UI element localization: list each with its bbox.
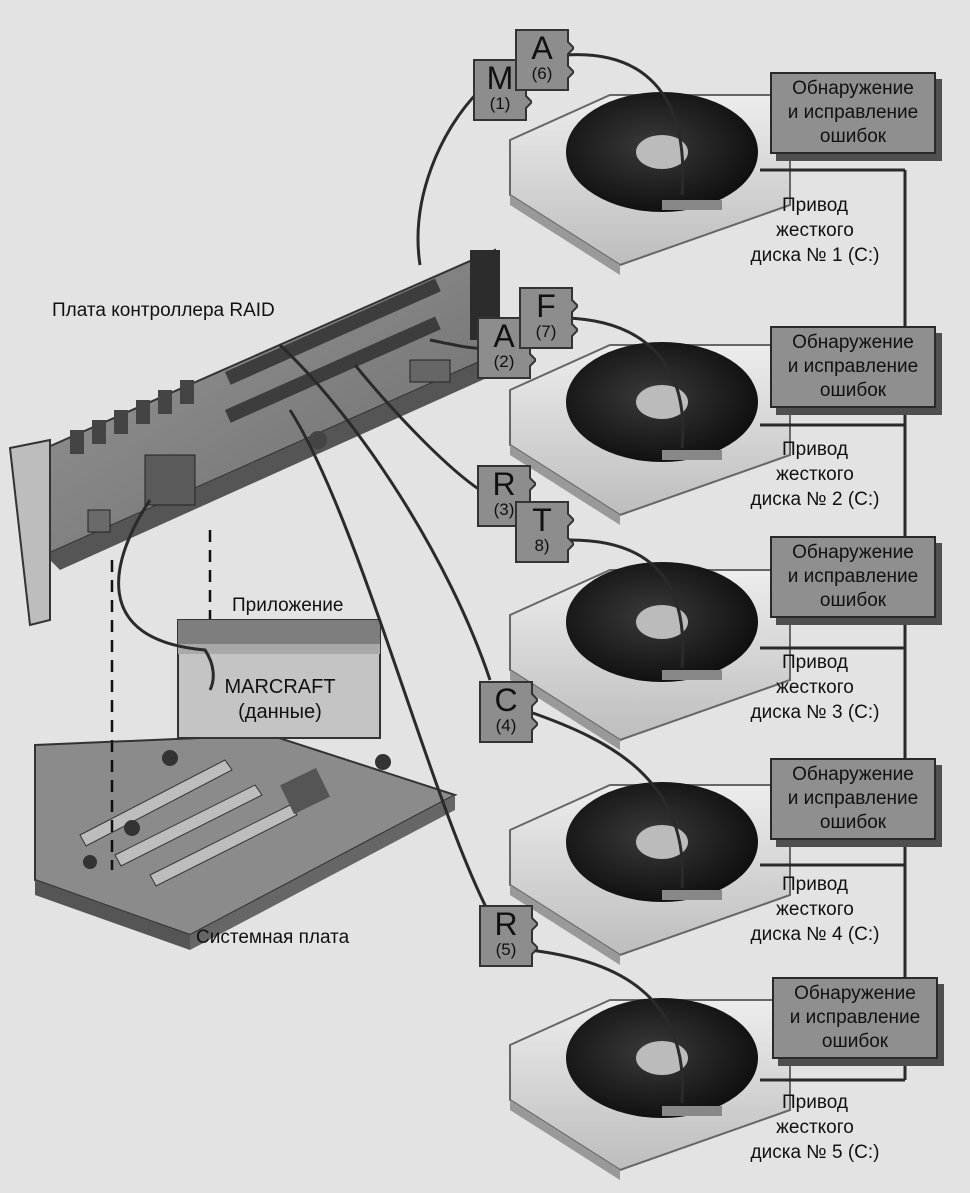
data-tag-f7: F (7)	[518, 286, 578, 350]
drive-label-line: жесткого	[776, 464, 854, 485]
tag-letter: R	[494, 906, 518, 942]
drive-label-5: Привод жесткого диска № 5 (C:)	[730, 1090, 900, 1165]
ecc-bus	[760, 168, 907, 1082]
tag-number: (1)	[489, 94, 511, 113]
tag-letter: A	[531, 30, 553, 66]
data-tag-t8: T 8)	[514, 500, 574, 564]
tag-number: (2)	[493, 352, 515, 371]
drive-label-line: жесткого	[776, 899, 854, 920]
ecc-line3: ошибок	[819, 126, 887, 147]
ecc-line2: и исправление	[787, 356, 919, 377]
tag-letter: A	[493, 318, 515, 354]
tag-number: 8)	[534, 536, 550, 555]
tag-number: (6)	[531, 64, 553, 83]
tag-letter: F	[536, 288, 556, 324]
ecc-box-3: Обнаружение и исправление ошибок	[770, 536, 936, 618]
ecc-line1: Обнаружение	[792, 542, 914, 563]
drive-label-line: диска № 1 (C:)	[750, 245, 880, 266]
tag-shape	[479, 681, 538, 743]
drive-label-line: диска № 3 (C:)	[750, 702, 880, 723]
ecc-line3: ошибок	[819, 590, 887, 611]
tag-shape	[515, 29, 574, 91]
tag-letter: C	[494, 682, 518, 718]
tag-number: (7)	[535, 322, 557, 341]
drive-label-4: Привод жесткого диска № 4 (C:)	[730, 872, 900, 947]
hard-drive-3	[509, 562, 791, 750]
drive-label-2: Привод жесткого диска № 2 (C:)	[730, 437, 900, 512]
application-subtitle: (данные)	[238, 701, 322, 723]
drive-label-line: жесткого	[776, 1117, 854, 1138]
hard-drive-5	[509, 998, 791, 1180]
drive-label-line: Привод	[782, 195, 848, 216]
data-cables	[117, 53, 685, 1104]
hard-drives	[509, 92, 791, 1180]
tag-letter: R	[492, 466, 516, 502]
drive-label-line: жесткого	[776, 677, 854, 698]
application-content: MARCRAFT (данные)	[180, 675, 380, 725]
tag-number: (5)	[495, 940, 517, 959]
tag-letter: T	[532, 502, 552, 538]
application-label: Приложение	[232, 595, 344, 616]
tag-number: (4)	[495, 716, 517, 735]
application-name: MARCRAFT	[224, 676, 336, 698]
raid-controller-card	[8, 248, 500, 627]
ecc-line2: и исправление	[787, 566, 919, 587]
ecc-line2: и исправление	[789, 1007, 921, 1028]
raid-controller-label: Плата контроллера RAID	[52, 300, 275, 321]
drive-label-line: диска № 2 (C:)	[750, 489, 880, 510]
ecc-line1: Обнаружение	[792, 332, 914, 353]
drive-label-1: Привод жесткого диска № 1 (C:)	[730, 193, 900, 268]
drive-label-line: Привод	[782, 439, 848, 460]
ecc-line2: и исправление	[787, 788, 919, 809]
motherboard	[34, 733, 458, 950]
ecc-line3: ошибок	[819, 380, 887, 401]
drive-label-3: Привод жесткого диска № 3 (C:)	[730, 650, 900, 725]
ecc-line2: и исправление	[787, 102, 919, 123]
data-tag-a6: A (6)	[514, 28, 574, 92]
ecc-box-1: Обнаружение и исправление ошибок	[770, 72, 936, 154]
hard-drive-4	[509, 782, 791, 965]
dashed-guide-lines	[110, 530, 212, 870]
motherboard-label: Системная плата	[196, 927, 350, 948]
ecc-line3: ошибок	[819, 812, 887, 833]
ecc-box-5: Обнаружение и исправление ошибок	[772, 977, 938, 1059]
ecc-box-4: Обнаружение и исправление ошибок	[770, 758, 936, 840]
hard-drive-1	[509, 92, 791, 275]
tag-shape	[515, 501, 574, 563]
ecc-box-2: Обнаружение и исправление ошибок	[770, 326, 936, 408]
tag-letter: M	[486, 60, 514, 96]
ecc-line1: Обнаружение	[792, 78, 914, 99]
drive-label-line: диска № 5 (C:)	[750, 1142, 880, 1163]
data-tag-r5: R (5)	[478, 904, 538, 968]
drive-label-line: диска № 4 (C:)	[750, 924, 880, 945]
ecc-line1: Обнаружение	[794, 983, 916, 1004]
data-tag-c4: C (4)	[478, 680, 538, 744]
drive-label-line: жесткого	[776, 220, 854, 241]
ecc-line1: Обнаружение	[792, 764, 914, 785]
drive-label-line: Привод	[782, 652, 848, 673]
hard-drive-2	[509, 342, 791, 525]
drive-label-line: Привод	[782, 1092, 848, 1113]
tag-shape	[519, 287, 578, 349]
tag-number: (3)	[493, 500, 515, 519]
drive-label-line: Привод	[782, 874, 848, 895]
tag-shape	[479, 905, 538, 967]
ecc-line3: ошибок	[821, 1031, 889, 1052]
